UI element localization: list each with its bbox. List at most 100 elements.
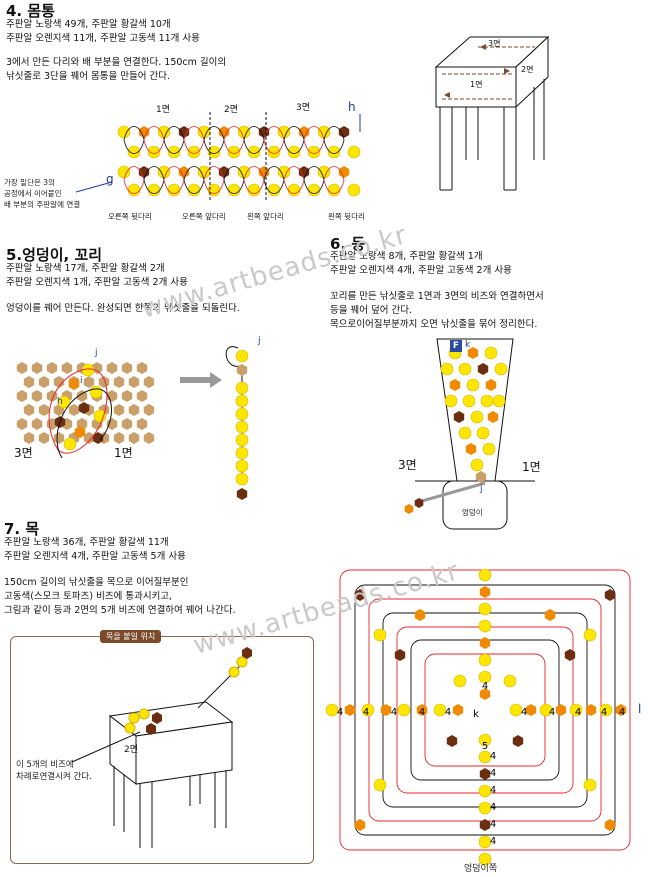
tail-grid-bead [31,362,43,374]
tail-grid-bead [31,390,43,402]
neck-bead [564,649,576,661]
body-bead [338,126,350,138]
back-bead [462,394,476,408]
tail-grid-bead [128,432,140,444]
body-bead [207,145,221,159]
tail-grid-bead [128,404,140,416]
back-bead [440,362,454,376]
neck-bead [478,733,492,747]
tail-grid-bead [106,418,118,430]
neck-bead [583,778,597,792]
tail-grid-bead [23,376,35,388]
back-bead [475,471,487,483]
s6-face1: 1면 [522,460,541,474]
body-bead [218,166,230,178]
tail-grid-bead [16,390,28,402]
neck-box-illustration [71,647,252,848]
neck-count-4: 4 [445,707,451,718]
neck-bead [380,704,392,716]
tail-grid-bead [91,362,103,374]
section4-title: 4. 몸통 [6,2,55,20]
tail-grid-bead [83,432,95,444]
tail-strand-bead [235,446,249,460]
s4-note2: 공정에서 이어붙인 [4,189,62,198]
back-bead [494,362,508,376]
s7-note2: 차례로연결시켜 간다. [16,772,92,782]
body-box-illustration [434,35,550,191]
back-bead [477,363,489,375]
tail-bead [78,402,90,414]
tail-strand-bead [235,394,249,408]
tail-strand-bead [235,459,249,473]
s6-line5: 목으로이어질부분까지 오면 낚싯줄을 묶어 정리한다. [330,319,538,330]
neck-bead [446,735,458,747]
neck-bead [615,704,627,716]
body-bead [327,183,341,197]
box-face1: 1면 [470,80,483,89]
tail-bead [57,395,71,409]
neck-bead [416,704,428,716]
tail-strand-bead [235,420,249,434]
s4-line4: 낚싯줄로 3단을 꿰어 몸통을 만들어 간다. [6,71,171,82]
tail-grid-bead [83,376,95,388]
body-bead [317,125,331,139]
neck-bead [479,637,491,649]
neck-bead [479,688,491,700]
neck-bead [478,852,492,866]
neck-count-5: 5 [482,741,488,752]
body-bead [277,165,291,179]
neck-count-4: 4 [521,707,527,718]
body-bead [227,183,241,197]
body-bead [147,183,161,197]
body-bead [127,145,141,159]
tail-strand-bead [235,407,249,421]
s4-note3: 배 부분의 주판알에 연결 [4,200,81,209]
tail-grid-bead [113,404,125,416]
body-bead [247,183,261,197]
tail-strand-bead [235,472,249,486]
tail-grid-bead [38,404,50,416]
tail-strand-bead [235,381,249,395]
neck-bead [539,703,553,717]
tail-grid-bead [53,376,65,388]
s4-note1: 가장 밑단은 3의 [4,178,55,187]
body-bead [218,126,230,138]
neck-count-4: 4 [490,802,496,813]
body-bead [127,183,141,197]
body-bead [187,145,201,159]
s4-line1: 주판알 노랑색 49개, 주판알 황갈색 10개 [6,19,171,30]
neck-count-4: 4 [490,819,496,830]
tail-strand-bead [235,349,249,363]
back-bead [414,498,424,508]
neck-bead [452,704,464,716]
tail-grid-bead [38,432,50,444]
body-bead [147,145,161,159]
body-bead [138,126,150,138]
body-bead [167,183,181,197]
tail-bead [74,426,86,438]
neck-bead [604,819,616,831]
tail-grid-bead [76,390,88,402]
s5-j: j [95,348,98,358]
back-bead [470,410,484,424]
body-bead [327,145,341,159]
body-bead [277,125,291,139]
body-bead [267,183,281,197]
s7-bottom-label: 엉덩이쪽 [464,864,498,874]
body-bead [237,165,251,179]
box-face3: 3면 [488,39,501,48]
tail-grid-bead [136,418,148,430]
body-bead [338,166,350,178]
neck-bead [478,619,492,633]
section6-title: 6. 등 [330,235,366,253]
s5-face1: 1면 [114,446,133,460]
body-bead [227,145,241,159]
tail-grid-bead [113,432,125,444]
s4-leg4: 왼쪽 뒷다리 [328,212,365,221]
s4-line3: 3에서 만든 다리와 배 부분을 연결한다. 150cm 길이의 [6,57,227,68]
neck-position-tag: 목을 붙일 위치 [100,630,162,643]
neck-count-4: 4 [575,707,581,718]
tail-strand [225,346,249,500]
s7-l: l [638,702,642,716]
